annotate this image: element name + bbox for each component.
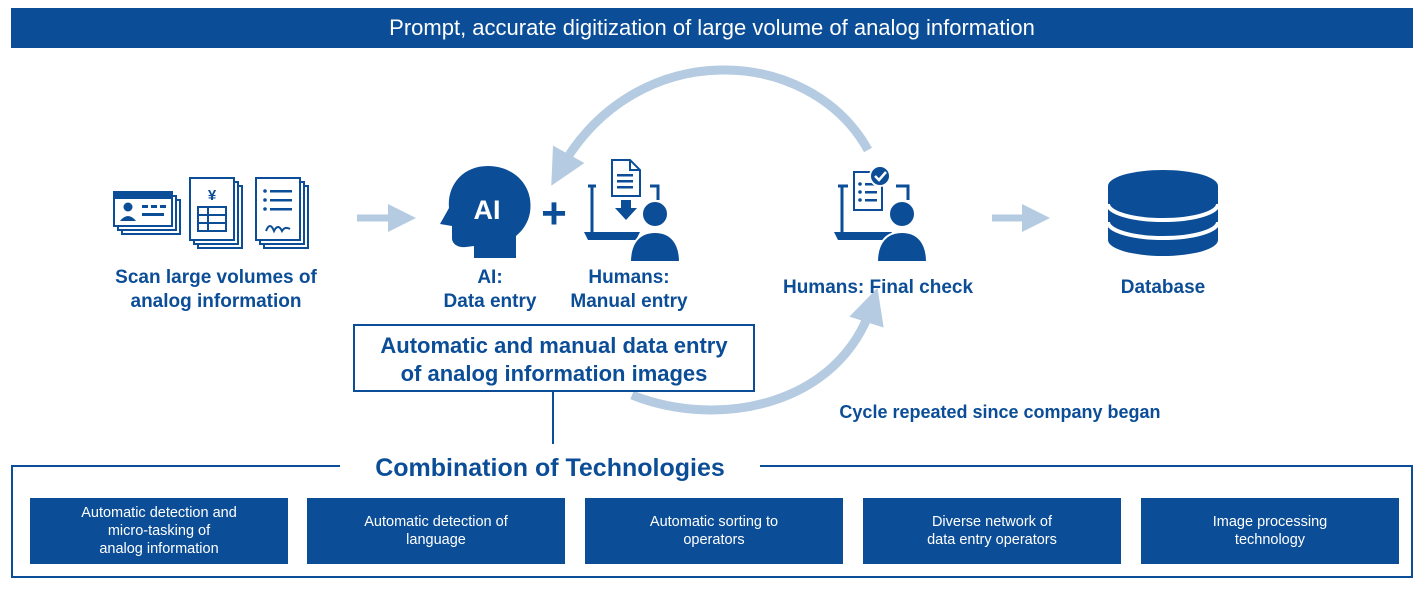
page-title: Prompt, accurate digitization of large v… xyxy=(389,15,1035,40)
tech-box-text: language xyxy=(406,532,466,548)
technologies-title: Combination of Technologies xyxy=(340,451,760,485)
data-entry-callout: Automatic and manual data entry of analo… xyxy=(353,324,755,392)
callout-line1: Automatic and manual data entry xyxy=(380,333,728,358)
ai-label-line1: AI: xyxy=(477,267,503,288)
tech-box-image-processing: Image processing technology xyxy=(1141,498,1399,564)
scan-label: Scan large volumes of analog information xyxy=(100,266,332,314)
ai-head-icon: AI xyxy=(440,166,531,258)
id-card-icon xyxy=(113,191,181,235)
humans-manual-label-line2: Manual entry xyxy=(570,291,688,312)
tech-box-operator-sorting: Automatic sorting to operators xyxy=(585,498,843,564)
tech-box-text: Image processing xyxy=(1212,514,1328,530)
callout-line2: of analog information images xyxy=(400,361,708,386)
cycle-arrow-bottom xyxy=(630,287,884,415)
tech-box-text: operators xyxy=(683,532,745,548)
cycle-note: Cycle repeated since company began xyxy=(839,402,1161,422)
tech-box-text: Diverse network of xyxy=(931,514,1053,530)
tech-box-text: analog information xyxy=(99,541,219,557)
scan-label-line2: analog information xyxy=(130,291,302,312)
cycle-arrow-top xyxy=(551,65,872,186)
page-title-banner: Prompt, accurate digitization of large v… xyxy=(11,8,1413,48)
tech-box-language-detection: Automatic detection of language xyxy=(307,498,565,564)
svg-text:AI: AI xyxy=(474,195,501,225)
tech-box-text: technology xyxy=(1234,532,1306,548)
humans-check-label: Humans: Final check xyxy=(782,277,974,298)
tech-box-text: Automatic detection of xyxy=(364,514,508,530)
database-icon xyxy=(1106,170,1220,256)
svg-text:¥: ¥ xyxy=(208,187,217,204)
manual-entry-icon xyxy=(584,159,682,263)
tech-box-text: Automatic sorting to xyxy=(649,514,779,530)
tech-box-detection-microtasking: Automatic detection and micro-tasking of… xyxy=(30,498,288,564)
tech-box-operator-network: Diverse network of data entry operators xyxy=(863,498,1121,564)
scan-label-line1: Scan large volumes of xyxy=(115,267,317,288)
humans-manual-label-line1: Humans: xyxy=(588,267,670,288)
ai-label-line2: Data entry xyxy=(443,291,537,312)
final-check-icon xyxy=(834,165,929,263)
tech-box-text: Automatic detection and xyxy=(81,505,237,521)
database-label: Database xyxy=(1120,277,1206,298)
invoice-document-icon: ¥ xyxy=(189,177,243,249)
plus-sign: + xyxy=(541,189,567,238)
tech-box-text: data entry operators xyxy=(927,532,1057,548)
ai-label: AI: Data entry xyxy=(430,266,550,314)
humans-manual-label: Humans: Manual entry xyxy=(562,266,696,314)
signed-document-icon xyxy=(255,177,309,249)
tech-box-text: micro-tasking of xyxy=(107,523,211,539)
